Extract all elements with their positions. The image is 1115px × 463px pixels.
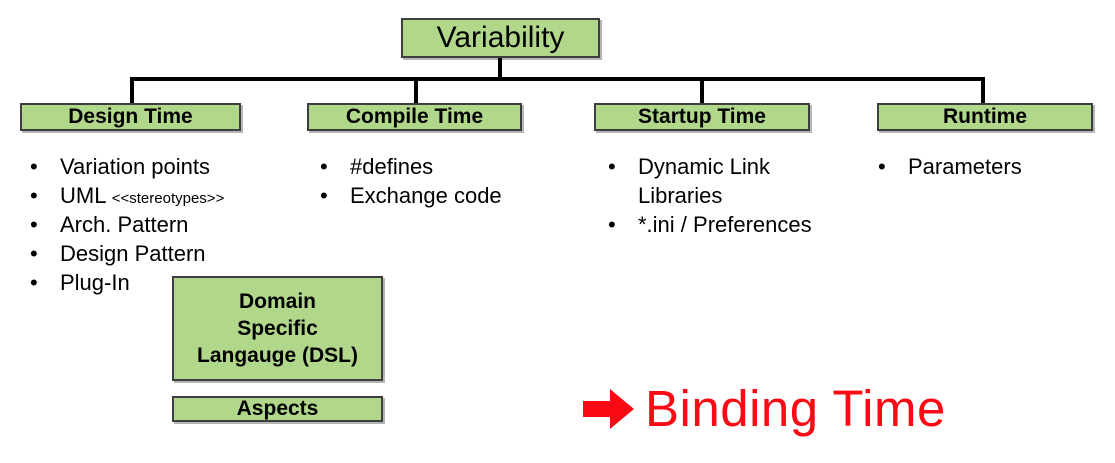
node-design-time[interactable]: Design Time	[20, 103, 241, 131]
connector-drop-design-time	[130, 77, 134, 103]
list-item: • Variation points	[30, 152, 285, 181]
bullet-icon: •	[30, 241, 38, 267]
node-dsl-line-2: Specific	[237, 316, 318, 340]
bullet-icon: •	[30, 212, 38, 238]
list-item-label: Variation points	[60, 154, 211, 179]
list-item: • Arch. Pattern	[30, 210, 285, 239]
bullet-list-compile-time: • #defines • Exchange code	[320, 152, 570, 210]
bullet-icon: •	[30, 183, 38, 209]
bullet-icon: •	[30, 154, 38, 179]
connector-drop-compile-time	[414, 77, 418, 103]
right-arrow-icon	[583, 388, 634, 429]
list-item: • Plug-In	[30, 268, 285, 297]
connector-rail	[130, 77, 985, 81]
list-item: • #defines	[320, 152, 570, 181]
list-item: • Dynamic Link Libraries	[608, 152, 858, 210]
bullet-icon: •	[320, 154, 328, 179]
bullet-icon: •	[608, 154, 616, 179]
node-dsl-line-1: Domain	[238, 289, 316, 313]
list-item-label: UML <<stereotypes>>	[60, 181, 285, 210]
list-item: • *.ini / Preferences	[608, 210, 858, 239]
list-item-stereotype: <<stereotypes>>	[111, 190, 225, 208]
list-item-label: #defines	[350, 154, 434, 179]
list-item-label: Exchange code	[350, 183, 502, 209]
list-item-label: Design Pattern	[60, 241, 206, 267]
node-design-time-label: Design Time	[68, 105, 193, 128]
list-item-text: UML	[60, 183, 112, 209]
bullet-icon: •	[320, 183, 328, 209]
connector-trunk	[498, 58, 502, 81]
node-compile-time[interactable]: Compile Time	[307, 103, 522, 131]
connector-drop-runtime	[981, 77, 985, 103]
list-item: • Design Pattern	[30, 239, 285, 268]
connector-drop-startup-time	[700, 77, 704, 103]
node-variability[interactable]: Variability	[401, 18, 600, 58]
bullet-list-runtime: • Parameters	[878, 152, 1098, 181]
list-item-label: Arch. Pattern	[60, 212, 189, 238]
binding-time-label: Binding Time	[645, 380, 946, 437]
list-item: • Parameters	[878, 152, 1098, 181]
node-variability-label: Variability	[436, 21, 565, 54]
binding-time-callout: Binding Time	[583, 383, 946, 434]
bullet-icon: •	[30, 270, 38, 296]
node-aspects[interactable]: Aspects	[172, 396, 383, 422]
bullet-icon: •	[608, 212, 616, 238]
node-runtime-label: Runtime	[943, 105, 1027, 128]
node-domain-specific-language[interactable]: Domain Specific Langauge (DSL)	[172, 276, 383, 381]
node-runtime[interactable]: Runtime	[877, 103, 1093, 131]
node-aspects-label: Aspects	[236, 397, 319, 420]
node-compile-time-label: Compile Time	[345, 105, 484, 128]
list-item-label: Parameters	[908, 154, 1022, 179]
node-dsl-line-3: Langauge (DSL)	[197, 344, 358, 368]
list-item: • UML <<stereotypes>>	[30, 181, 285, 210]
list-item: • Exchange code	[320, 181, 570, 210]
node-startup-time[interactable]: Startup Time	[594, 103, 810, 131]
bullet-list-design-time: • Variation points • UML <<stereotypes>>…	[30, 152, 285, 297]
list-item-label: Dynamic Link Libraries	[638, 154, 771, 209]
list-item-label: *.ini / Preferences	[638, 212, 812, 238]
list-item-label: Plug-In	[60, 270, 130, 296]
bullet-icon: •	[878, 154, 886, 179]
bullet-list-startup-time: • Dynamic Link Libraries • *.ini / Prefe…	[608, 152, 858, 239]
node-startup-time-label: Startup Time	[638, 105, 766, 128]
